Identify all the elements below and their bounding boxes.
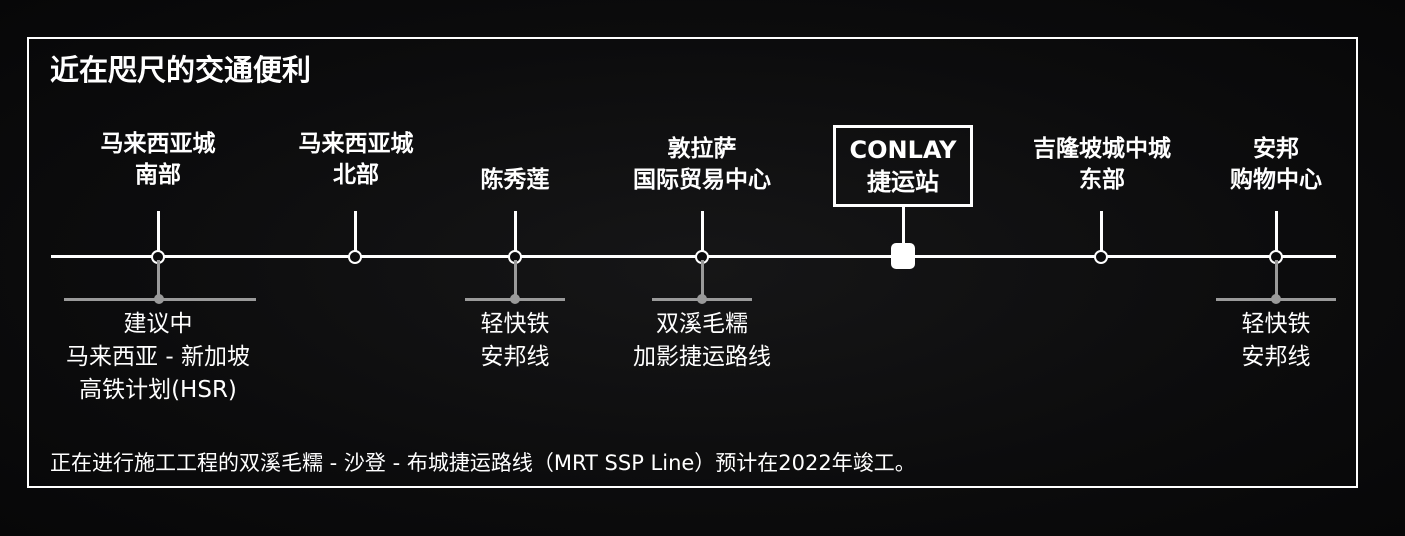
station-label: 安邦 购物中心: [1230, 136, 1322, 193]
transit-line: [51, 255, 1336, 258]
panel-title: 近在咫尺的交通便利: [50, 53, 312, 87]
interchange-label: 轻快铁 安邦线: [1241, 311, 1311, 370]
station-stem: [1275, 211, 1278, 255]
interchange-stem: [701, 260, 704, 300]
conlay-station-box: CONLAY 捷运站: [833, 125, 973, 207]
conlay-station-node: [891, 243, 915, 269]
conlay-sublabel: 捷运站: [867, 168, 939, 196]
station-label: 马来西亚城 南部: [100, 131, 216, 188]
interchange-label: 双溪毛糯 加影捷运路线: [633, 311, 771, 370]
interchange-dot: [1271, 294, 1281, 304]
station-stem: [902, 206, 905, 246]
station-stem: [1100, 211, 1103, 255]
interchange-dot: [154, 294, 164, 304]
interchange-stem: [1275, 260, 1278, 300]
info-panel: [27, 37, 1358, 488]
station-node: [1094, 250, 1108, 264]
station-stem: [157, 211, 160, 255]
station-node: [348, 250, 362, 264]
station-label: 敦拉萨 国际贸易中心: [633, 136, 771, 193]
station-label: 陈秀莲: [480, 167, 550, 193]
station-label: 马来西亚城 北部: [298, 131, 414, 188]
conlay-label: CONLAY: [849, 136, 957, 164]
interchange-label: 建议中 马来西亚 - 新加坡 高铁计划(HSR): [66, 311, 250, 403]
interchange-label: 轻快铁 安邦线: [480, 311, 550, 370]
interchange-stem: [157, 260, 160, 300]
interchange-dot: [697, 294, 707, 304]
interchange-stem: [514, 260, 517, 300]
station-stem: [514, 211, 517, 255]
interchange-dot: [510, 294, 520, 304]
station-stem: [701, 211, 704, 255]
station-stem: [354, 211, 357, 255]
station-label: 吉隆坡城中城 东部: [1033, 136, 1171, 193]
footnote: 正在进行施工工程的双溪毛糯 - 沙登 - 布城捷运路线（MRT SSP Line…: [50, 451, 916, 475]
